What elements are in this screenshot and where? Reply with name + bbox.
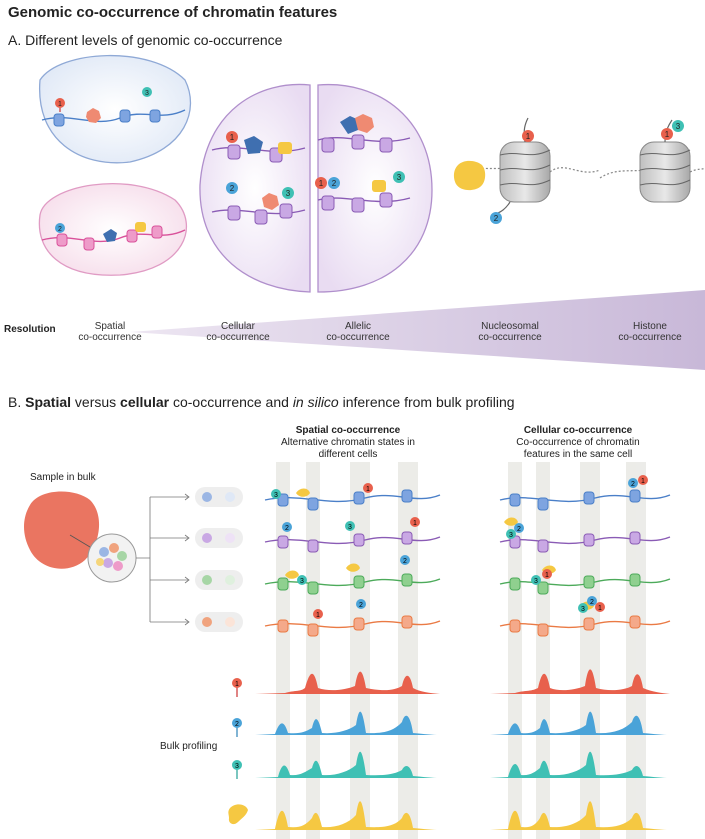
svg-text:3: 3 <box>300 578 304 585</box>
cell-tube-green <box>195 570 243 590</box>
svg-text:2: 2 <box>517 526 521 533</box>
resolution-histone: Histone co-occurrence <box>618 321 682 343</box>
mark-1-label: 1 <box>58 101 62 108</box>
figure-title: Genomic co-occurrence of chromatin featu… <box>8 4 338 21</box>
spatial-cell-blue <box>39 54 192 164</box>
bulk-sample-illustration <box>24 491 190 626</box>
resolution-label: Resolution <box>4 324 56 335</box>
bulk-track-protein <box>228 801 670 830</box>
nucleosome-illustration: 1 2 <box>453 117 601 224</box>
svg-text:1: 1 <box>641 478 645 485</box>
svg-text:1: 1 <box>545 572 549 579</box>
svg-text:3: 3 <box>397 173 402 182</box>
spatial-chromatin-rows: 3 1 2 3 1 3 2 1 2 <box>264 483 441 637</box>
svg-text:2: 2 <box>403 558 407 565</box>
cellular-column-header: Cellular co-occurrence Co-occurrence of … <box>516 425 640 460</box>
svg-text:1: 1 <box>230 133 235 142</box>
spatial-cell-pink: 2 <box>38 183 188 276</box>
mark-3-pin: 3 <box>142 87 152 97</box>
svg-text:1: 1 <box>316 612 320 619</box>
sample-in-bulk-label: Sample in bulk <box>30 472 96 483</box>
svg-text:2: 2 <box>235 721 239 728</box>
cell-tube-purple <box>195 528 243 548</box>
resolution-spatial: Spatial co-occurrence <box>78 321 142 343</box>
svg-text:1: 1 <box>526 132 531 141</box>
svg-text:2: 2 <box>230 184 235 193</box>
bulk-track-mark-3: 3 <box>232 751 670 779</box>
svg-text:1: 1 <box>319 179 324 188</box>
resolution-wedge <box>130 290 705 370</box>
svg-text:1: 1 <box>413 520 417 527</box>
svg-text:2: 2 <box>359 602 363 609</box>
cell-tube-blue <box>195 487 243 507</box>
svg-text:3: 3 <box>509 532 513 539</box>
locus-bands <box>276 462 646 839</box>
mark-1-pin: 1 <box>55 98 65 112</box>
resolution-cellular: Cellular co-occurrence <box>206 321 270 343</box>
cell-tube-orange <box>195 612 243 632</box>
resolution-allelic: Allelic co-occurrence <box>326 321 390 343</box>
svg-text:3: 3 <box>235 763 239 770</box>
section-b-label: B. Spatial versus cellular co-occurrence… <box>8 394 515 410</box>
svg-text:3: 3 <box>348 524 352 531</box>
svg-text:1: 1 <box>235 681 239 688</box>
bulk-track-mark-1: 1 <box>232 669 670 697</box>
bulk-track-mark-2: 2 <box>232 711 670 737</box>
mark-2-label: 2 <box>58 226 62 233</box>
cellular-allelic-cell: 1 2 3 1 2 3 <box>199 83 433 293</box>
svg-text:2: 2 <box>590 599 594 606</box>
svg-text:3: 3 <box>581 606 585 613</box>
resolution-nucleosomal: Nucleosomal co-occurrence <box>478 321 542 343</box>
mark-3-label: 3 <box>145 90 149 97</box>
histone-illustration: 1 3 <box>599 119 705 203</box>
svg-text:2: 2 <box>494 214 499 223</box>
svg-text:3: 3 <box>274 492 278 499</box>
svg-text:1: 1 <box>665 130 670 139</box>
svg-text:3: 3 <box>676 122 681 131</box>
spatial-column-header: Spatial co-occurrence Alternative chroma… <box>281 425 415 460</box>
svg-text:2: 2 <box>285 525 289 532</box>
svg-text:2: 2 <box>631 481 635 488</box>
bulk-profiling-label: Bulk profiling <box>160 741 218 752</box>
section-a-label: A. Different levels of genomic co-occurr… <box>8 32 283 48</box>
svg-text:1: 1 <box>366 486 370 493</box>
svg-text:2: 2 <box>332 179 337 188</box>
svg-text:3: 3 <box>534 578 538 585</box>
svg-text:1: 1 <box>598 605 602 612</box>
svg-text:3: 3 <box>286 189 291 198</box>
cellular-chromatin-rows: 2 1 3 2 3 1 3 2 1 <box>499 475 671 637</box>
